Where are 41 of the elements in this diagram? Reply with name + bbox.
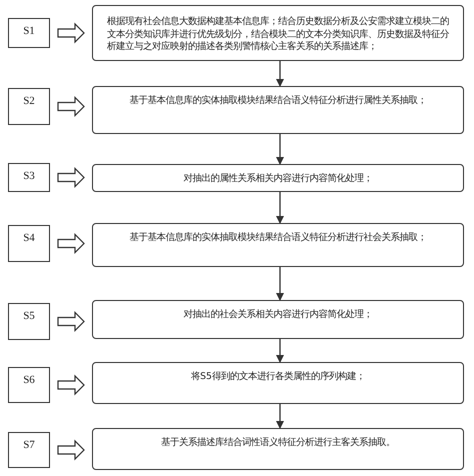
- step-label: S3: [22, 170, 36, 182]
- block-arrow: [57, 22, 85, 44]
- process-box: [92, 86, 464, 134]
- step-label: S6: [22, 374, 36, 386]
- block-arrow: [57, 167, 85, 188]
- step-label: S1: [22, 25, 36, 37]
- step-label-box: [8, 225, 50, 262]
- step-label-box: [8, 163, 50, 192]
- block-arrow: [57, 440, 85, 460]
- process-box: [92, 362, 464, 404]
- arrow: [276, 61, 284, 87]
- step-label-box: [8, 432, 50, 468]
- block-arrow: [57, 96, 85, 117]
- step-label-box: [8, 18, 50, 48]
- step-label: S5: [22, 310, 36, 322]
- process-text: 基于关系描述库结合词性语义特征分析进行主客关系抽取。: [160, 437, 396, 450]
- process-box: [92, 5, 464, 61]
- arrow: [276, 134, 284, 165]
- step-label-box: [8, 88, 50, 125]
- process-text: 对抽出的社会关系相关内容进行内容简化处理；: [182, 309, 374, 322]
- step-label: S2: [22, 95, 36, 107]
- process-box: [92, 300, 464, 339]
- process-box: [92, 164, 464, 192]
- block-arrow: [57, 374, 85, 396]
- arrow: [276, 404, 284, 429]
- step-label: S4: [22, 232, 36, 244]
- arrow: [276, 339, 284, 363]
- arrow: [276, 192, 284, 224]
- step-label-box: [8, 367, 50, 403]
- process-box: [92, 223, 464, 267]
- block-arrow: [57, 311, 85, 332]
- process-text: 将S5得到的文本进行各类属性的序列构建；: [190, 371, 366, 384]
- process-text: 基于基本信息库的实体抽取模块结果结合语义特征分析进行属性关系抽取；: [128, 95, 428, 108]
- step-label-box: [8, 303, 50, 340]
- process-text: 对抽出的属性关系相关内容进行内容简化处理；: [182, 173, 374, 186]
- arrow: [276, 267, 284, 301]
- block-arrow: [57, 233, 85, 254]
- process-text: 根据现有社会信息大数据构建基本信息库；结合历史数据分析及公安需求建立模块二的文本分类知识库并进行优先级划分，结合模块二的文本分类知识库、历史数据及特征分析建立与之对应映射的描述各类别警情核心主客关系的关系描述库；: [107, 16, 450, 54]
- process-text: 基于基本信息库的实体抽取模块结果结合语义特征分析进行社会关系抽取；: [128, 232, 428, 244]
- step-label: S7: [22, 439, 36, 451]
- process-box: [92, 428, 464, 470]
